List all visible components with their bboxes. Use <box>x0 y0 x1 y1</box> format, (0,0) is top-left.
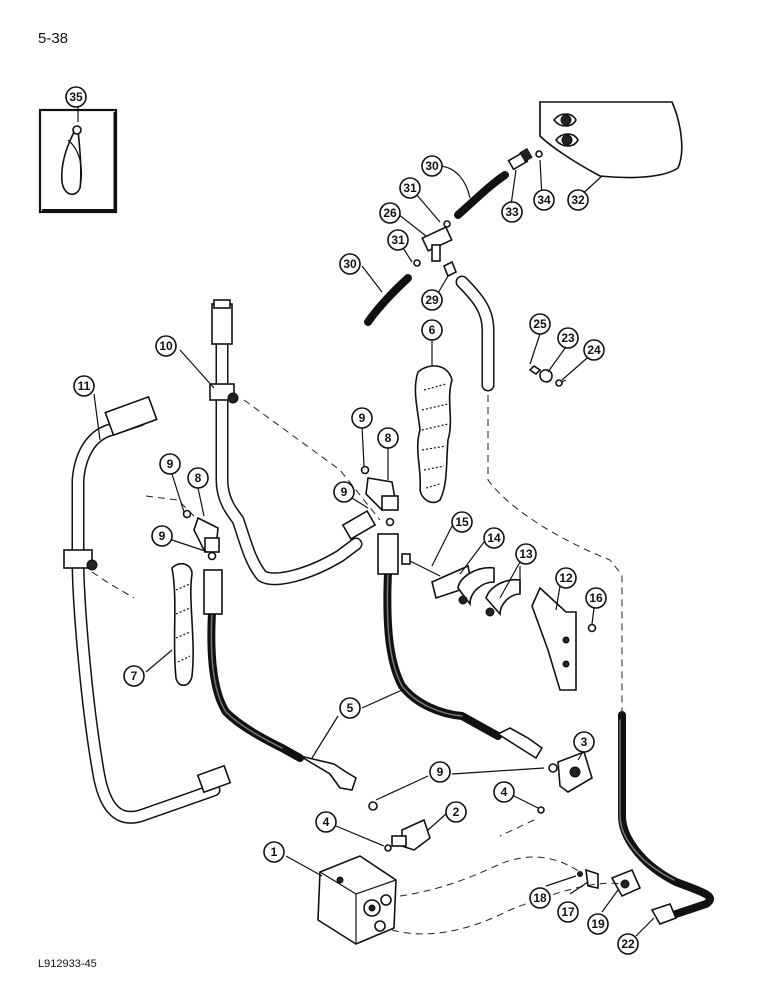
svg-text:9: 9 <box>341 485 348 499</box>
svg-text:31: 31 <box>391 233 405 247</box>
svg-text:12: 12 <box>559 571 573 585</box>
control-valve-body <box>317 855 397 945</box>
callout-9a: 9 <box>351 407 373 429</box>
svg-text:32: 32 <box>571 193 585 207</box>
callout-13: 13 <box>515 543 537 565</box>
callout-23: 23 <box>557 327 579 349</box>
svg-text:17: 17 <box>561 905 575 919</box>
callout-4a: 4 <box>493 781 515 803</box>
sleeve <box>414 365 453 504</box>
figure-code: L912933-45 <box>38 958 97 970</box>
callout-32: 32 <box>567 189 589 211</box>
callout-31b: 31 <box>387 229 409 251</box>
callout-1: 1 <box>263 841 285 863</box>
svg-text:4: 4 <box>323 815 330 829</box>
callout-10: 10 <box>155 335 177 357</box>
elbow-8-right <box>365 477 399 511</box>
callout-6: 6 <box>421 319 443 341</box>
svg-text:9: 9 <box>159 529 166 543</box>
svg-text:11: 11 <box>78 379 91 393</box>
callout-8b: 8 <box>187 467 209 489</box>
callout-24: 24 <box>583 339 605 361</box>
callout-17: 17 <box>557 901 579 923</box>
svg-text:4: 4 <box>501 785 508 799</box>
svg-text:30: 30 <box>343 257 357 271</box>
svg-text:13: 13 <box>519 547 533 561</box>
svg-text:16: 16 <box>589 591 603 605</box>
callout-2: 2 <box>445 801 467 823</box>
callout-4b: 4 <box>315 811 337 833</box>
callout-7: 7 <box>123 665 145 687</box>
callout-9b: 9 <box>333 481 355 503</box>
svg-text:2: 2 <box>453 805 460 819</box>
tee-fitting <box>413 220 458 278</box>
svg-text:34: 34 <box>537 193 551 207</box>
callout-16: 16 <box>585 587 607 609</box>
svg-text:9: 9 <box>359 411 366 425</box>
svg-text:8: 8 <box>385 431 392 445</box>
svg-text:18: 18 <box>533 891 547 905</box>
svg-text:26: 26 <box>383 206 397 220</box>
elbow-8-left <box>193 516 220 553</box>
callout-25: 25 <box>529 313 551 335</box>
fitting-33 <box>507 147 543 171</box>
svg-text:9: 9 <box>437 765 444 779</box>
callout-35: 35 <box>65 86 87 108</box>
svg-text:35: 35 <box>69 90 83 104</box>
callout-31: 31 <box>399 177 421 199</box>
callout-3: 3 <box>573 731 595 753</box>
svg-text:25: 25 <box>533 317 547 331</box>
callout-19: 19 <box>587 913 609 935</box>
callout-11: 11 <box>73 375 95 397</box>
svg-text:30: 30 <box>425 159 439 173</box>
callout-9d: 9 <box>151 525 173 547</box>
callout-12: 12 <box>555 567 577 589</box>
callout-8a: 8 <box>377 427 399 449</box>
callout-9c: 9 <box>159 453 181 475</box>
svg-text:5: 5 <box>347 701 354 715</box>
callout-33: 33 <box>501 201 523 223</box>
sleeve-7 <box>171 562 194 687</box>
svg-text:8: 8 <box>195 471 202 485</box>
callout-14: 14 <box>483 527 505 549</box>
inset-clamp <box>38 108 118 214</box>
callout-34: 34 <box>533 189 555 211</box>
callout-18: 18 <box>529 887 551 909</box>
svg-text:19: 19 <box>591 917 605 931</box>
callout-29: 29 <box>421 289 443 311</box>
svg-text:22: 22 <box>621 937 635 951</box>
svg-text:7: 7 <box>131 669 138 683</box>
svg-text:6: 6 <box>429 323 436 337</box>
svg-text:10: 10 <box>159 339 173 353</box>
svg-text:29: 29 <box>425 293 439 307</box>
callout-22: 22 <box>617 933 639 955</box>
reservoir <box>539 101 683 179</box>
callout-26: 26 <box>379 202 401 224</box>
svg-text:3: 3 <box>581 735 588 749</box>
svg-text:33: 33 <box>505 205 519 219</box>
page-number: 5-38 <box>38 30 69 47</box>
svg-text:14: 14 <box>487 531 501 545</box>
callout-30: 30 <box>421 155 443 177</box>
callout-9e: 9 <box>429 761 451 783</box>
svg-text:1: 1 <box>271 845 278 859</box>
svg-text:31: 31 <box>403 181 417 195</box>
callout-30b: 30 <box>339 253 361 275</box>
svg-text:15: 15 <box>455 515 469 529</box>
svg-text:9: 9 <box>167 457 174 471</box>
svg-text:24: 24 <box>587 343 601 357</box>
callout-5: 5 <box>339 697 361 719</box>
callout-15: 15 <box>451 511 473 533</box>
svg-text:23: 23 <box>561 331 575 345</box>
